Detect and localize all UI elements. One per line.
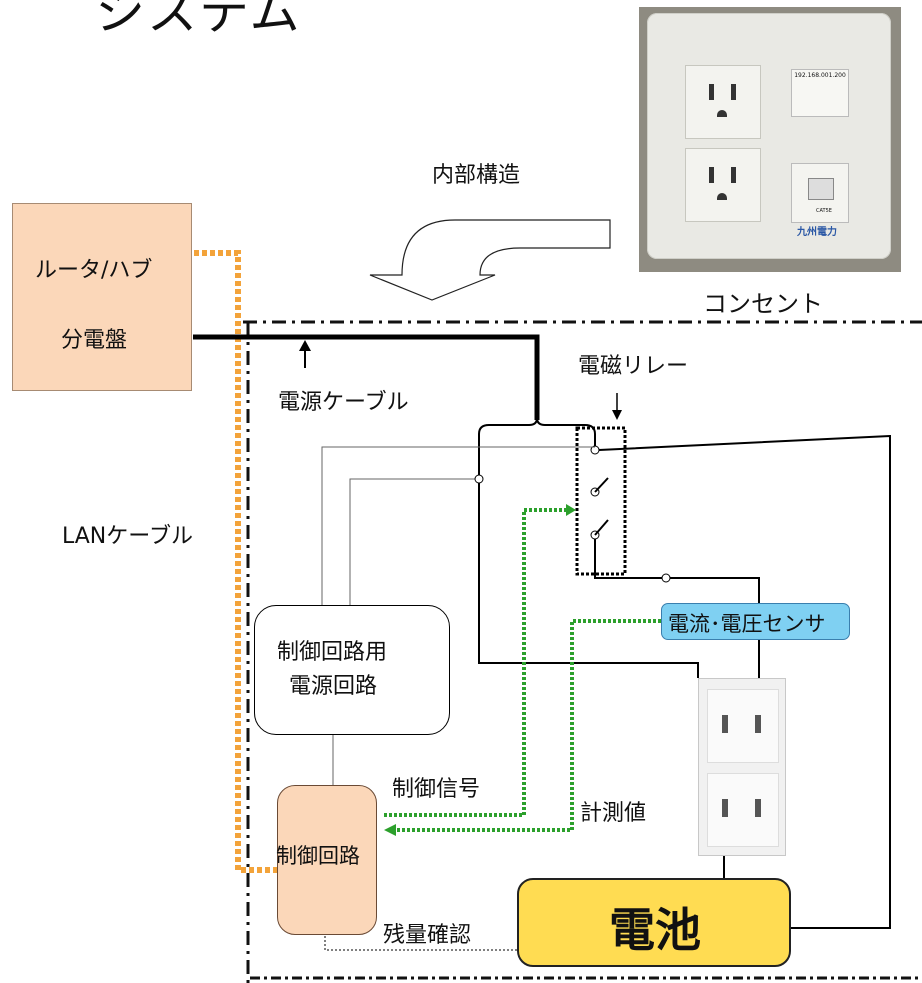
- remaining-check-label: 残量確認: [383, 923, 472, 948]
- sensor-label: 電流･電圧センサ: [668, 612, 826, 636]
- control-power-supply: 制御回路用 電源回路: [254, 605, 450, 735]
- lan-port-label: CAT5E: [816, 208, 832, 214]
- photo-socket-upper: [685, 65, 761, 139]
- measurement-label: 計測値: [580, 801, 647, 826]
- measurement-line: [395, 619, 661, 832]
- breaker-label: 分電盤: [61, 328, 128, 353]
- photo-socket-lower: [685, 148, 761, 222]
- router-breaker-box: ルータ/ハブ 分電盤: [12, 203, 192, 391]
- relay-label: 電磁リレー: [578, 354, 689, 379]
- lan-port: CAT5E: [791, 163, 849, 223]
- control-circuit: 制御回路: [276, 785, 377, 935]
- relay-box: [575, 426, 627, 576]
- internal-structure-label: 内部構造: [432, 163, 521, 188]
- battery: 電池: [517, 878, 791, 967]
- internal-structure-arrow: [369, 219, 611, 301]
- control-label: 制御回路: [276, 844, 360, 868]
- battery-label: 電池: [609, 903, 701, 957]
- brand-logo: 九州電力: [797, 227, 837, 238]
- ip-address-label: 192.168.001.200: [791, 69, 849, 117]
- control-signal-line: [384, 508, 573, 817]
- control-signal-label: 制御信号: [392, 777, 481, 802]
- router-label: ルータ/ハブ: [35, 258, 153, 283]
- outlet-caption: コンセント: [703, 290, 823, 318]
- wall-plate: 192.168.001.200 CAT5E 九州電力: [647, 13, 891, 259]
- power-outlet: [698, 678, 786, 856]
- current-voltage-sensor: 電流･電圧センサ: [661, 603, 850, 640]
- lan-cable-label: LANケーブル: [62, 524, 193, 549]
- psu-line2: 電源回路: [289, 674, 378, 699]
- lan-cable-line: [194, 250, 281, 873]
- power-cable-line: [193, 334, 540, 420]
- outlet-photo: 192.168.001.200 CAT5E 九州電力: [639, 7, 901, 272]
- page-title: システム: [95, 0, 302, 41]
- psu-line1: 制御回路用: [277, 640, 388, 665]
- power-cable-label: 電源ケーブル: [278, 390, 409, 415]
- enclosure-border: [243, 320, 922, 983]
